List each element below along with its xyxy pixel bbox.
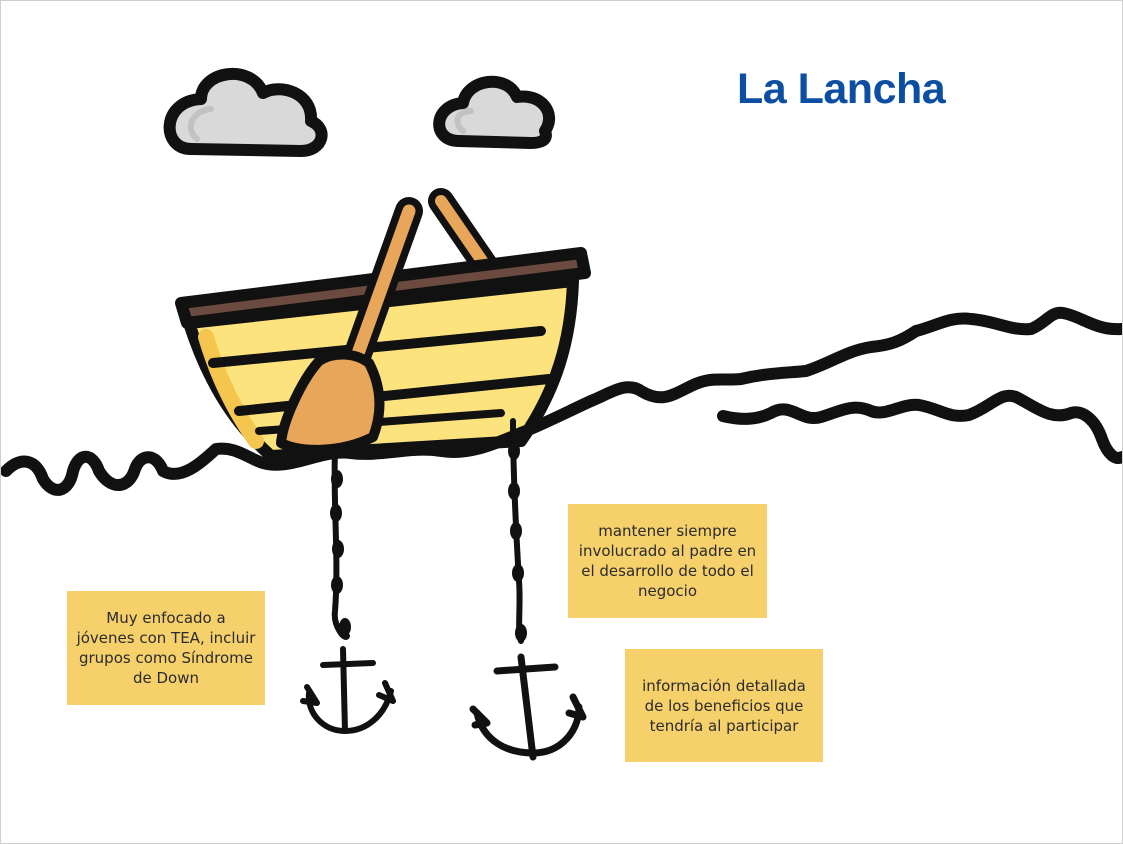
- wave-line: [1, 306, 1122, 496]
- sticky-note-text: mantener siempre involucrado al padre en…: [578, 522, 757, 600]
- sticky-note-text: información detallada de los beneficios …: [642, 676, 806, 735]
- sticky-note-text: Muy enfocado a jóvenes con TEA, incluir …: [76, 609, 256, 687]
- sticky-note[interactable]: mantener siempre involucrado al padre en…: [568, 504, 767, 618]
- oar-icon[interactable]: [276, 197, 423, 455]
- anchor-icon[interactable]: [300, 646, 396, 734]
- anchor-icon[interactable]: [469, 653, 587, 761]
- page-title: La Lancha: [737, 65, 946, 113]
- sticky-note[interactable]: Muy enfocado a jóvenes con TEA, incluir …: [67, 591, 265, 705]
- oar-icon[interactable]: [428, 188, 502, 284]
- cloud-icon[interactable]: [433, 75, 556, 149]
- anchor-rope: [330, 418, 527, 644]
- cloud-icon[interactable]: [163, 67, 328, 157]
- sticky-note[interactable]: información detallada de los beneficios …: [625, 649, 823, 762]
